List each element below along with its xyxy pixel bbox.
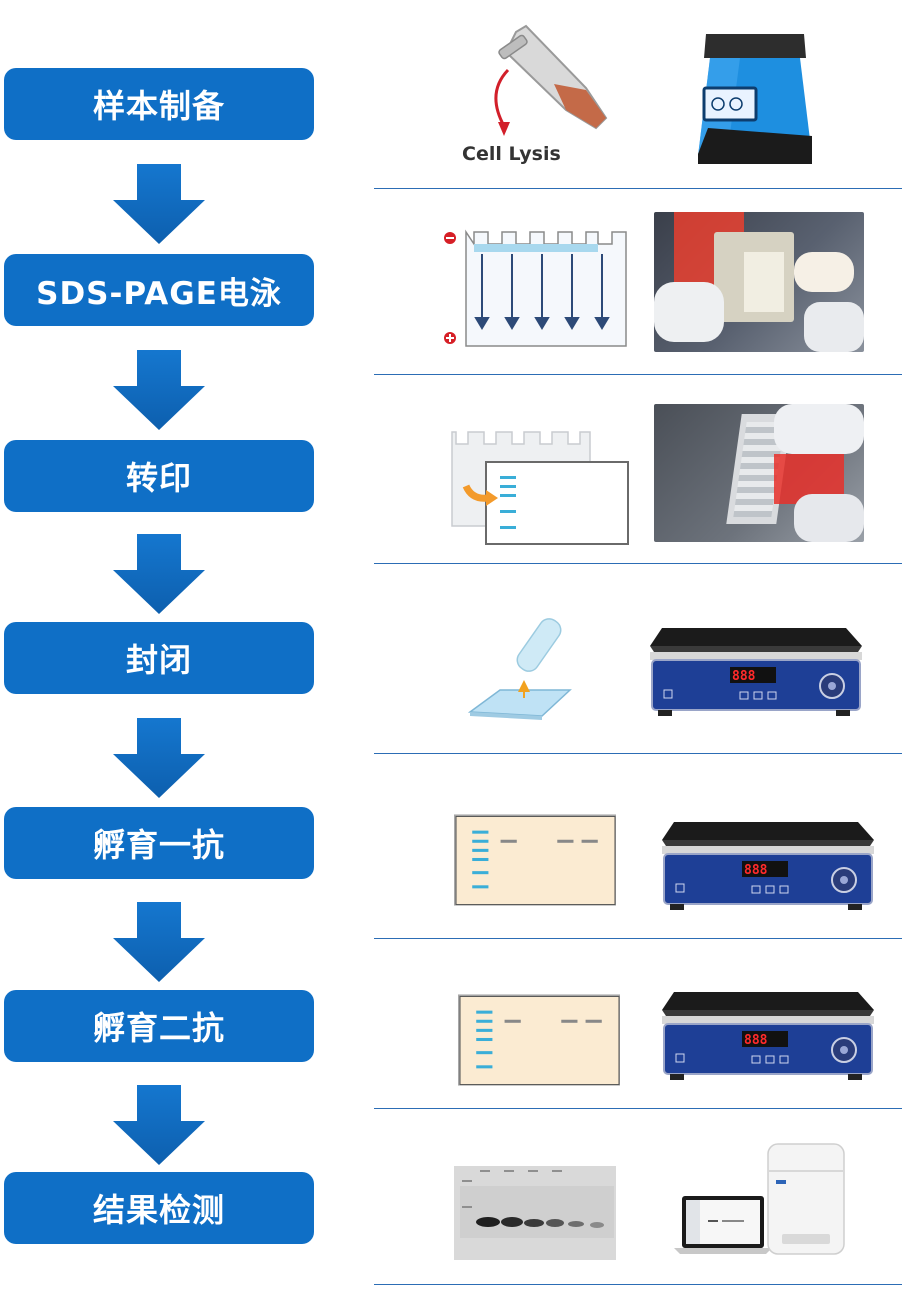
step-primary-antibody: 孵育一抗 [4,807,314,879]
divider [374,1108,902,1109]
cell-lysis-tube-icon: Cell Lysis [462,24,608,165]
divider [374,188,902,189]
step-sample-preparation: 样本制备 [4,68,314,140]
divider [374,753,902,754]
divider [374,563,902,564]
step-blocking: 封闭 [4,622,314,694]
primary-antibody-membrane [454,814,616,906]
arrow-down-icon [113,164,205,244]
transfer-photo [654,404,864,542]
step-detection: 结果检测 [4,1172,314,1244]
shaker-device [652,982,882,1086]
arrow-down-icon [113,350,205,430]
imaging-system-device [674,1143,845,1255]
arrow-down-icon [113,534,205,614]
arrow-down-icon [113,1085,205,1165]
blocking-pipette-diagram [467,618,572,720]
cell-lysis-label: Cell Lysis [462,143,561,165]
arrow-down-icon [113,718,205,798]
gel-electrophoresis-diagram [444,229,627,347]
secondary-antibody-membrane [458,994,620,1086]
western-blot-result [454,1166,616,1260]
shaker-device [652,812,882,916]
arrow-down-icon [113,902,205,982]
step-secondary-antibody: 孵育二抗 [4,990,314,1062]
electrophoresis-photo [654,212,864,352]
membrane-transfer-diagram [451,431,629,545]
divider [374,374,902,375]
step-transfer: 转印 [4,440,314,512]
homogenizer-device [698,34,812,164]
step-sds-page: SDS-PAGE电泳 [4,254,314,326]
shaker-device [640,618,870,722]
divider [374,938,902,939]
divider [374,1284,902,1285]
